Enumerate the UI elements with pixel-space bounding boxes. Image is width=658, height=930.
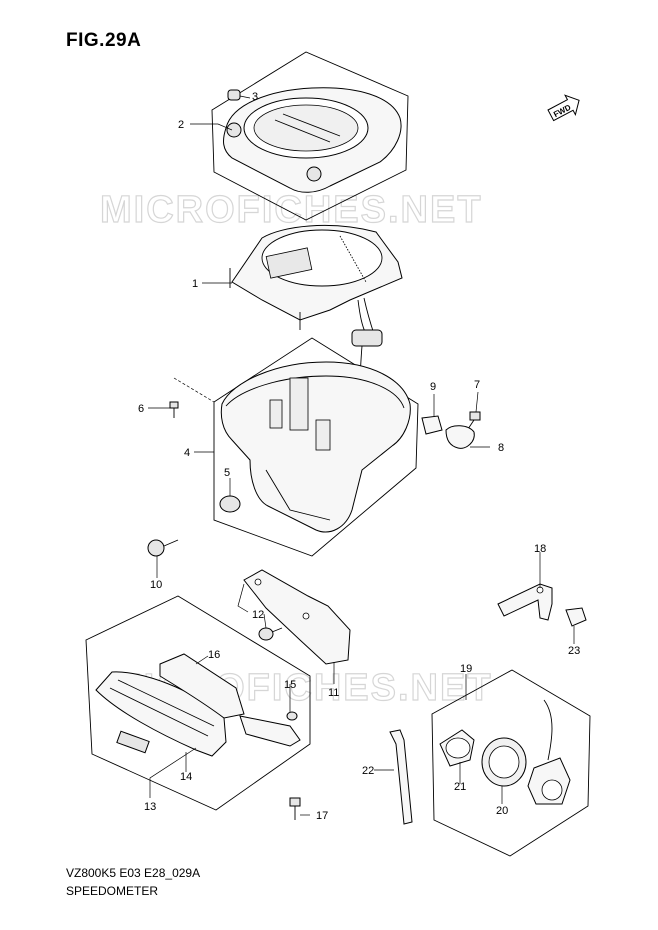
- meter-connector: [351, 329, 383, 347]
- callout-13: 13: [144, 801, 156, 813]
- socket-19-hole: [541, 779, 563, 801]
- socket-frame: [431, 669, 591, 857]
- callout-11: 11: [328, 687, 339, 699]
- leader-lines: [148, 95, 575, 816]
- upper-cover-frame: [211, 51, 409, 221]
- case-boss-1: [289, 377, 309, 431]
- bracket-18: [497, 583, 553, 621]
- meter-wire-b: [363, 297, 375, 335]
- guide-6: [173, 377, 215, 403]
- callout-7: 7: [474, 379, 480, 391]
- callout-10: 10: [150, 579, 162, 591]
- lower-case-frame: [213, 337, 419, 557]
- cable-tie-22: [389, 729, 413, 825]
- indicator-lens-14: [95, 671, 227, 757]
- meter-wire-a: [357, 299, 367, 335]
- callout-5: 5: [224, 467, 230, 479]
- lens-shine: [274, 113, 341, 143]
- screw-6: [169, 401, 179, 418]
- callout-22: 22: [362, 765, 374, 777]
- grommet-5: [219, 495, 241, 513]
- case-boss-3: [269, 399, 283, 429]
- figure-caption: SPEEDOMETER: [66, 884, 159, 898]
- case-boss-2: [315, 419, 331, 451]
- callout-21: 21: [454, 781, 466, 793]
- figure-title: FIG.29A: [66, 30, 142, 51]
- screw-10: [147, 539, 179, 557]
- callout-6: 6: [138, 403, 144, 415]
- socket-group: [431, 669, 591, 857]
- indicator-frame: [85, 595, 311, 811]
- clamp-8: [445, 425, 475, 449]
- callout-15: 15: [284, 679, 296, 691]
- model-code: VZ800K5 E03 E28_029A: [66, 866, 201, 880]
- meter-assembly-group: [229, 224, 403, 406]
- callout-18: 18: [534, 543, 546, 555]
- indicator-housing-16: [159, 653, 245, 719]
- clip-23: [565, 607, 587, 627]
- grommet-3: [227, 89, 241, 101]
- screw-15: [286, 711, 298, 721]
- watermark-top: MICROFICHES.NET: [100, 189, 483, 231]
- case-bottom-edge: [265, 469, 331, 521]
- callout-14: 14: [180, 771, 192, 783]
- callout-23: 23: [568, 645, 580, 657]
- holder-21-hole: [445, 737, 471, 759]
- callout-20: 20: [496, 805, 508, 817]
- cover-lens-inner: [253, 104, 359, 152]
- bolt-12: [258, 627, 283, 641]
- meter-lcd: [265, 247, 313, 279]
- callout-19: 19: [460, 663, 472, 675]
- callout-17: 17: [316, 810, 328, 822]
- callout-12: 12: [252, 609, 264, 621]
- indicator-tab: [116, 730, 150, 754]
- socket-wire: [543, 699, 553, 761]
- indicator-bracket: [239, 715, 301, 747]
- fwd-arrow-icon: FWD: [547, 94, 580, 122]
- indicator-group: [85, 595, 311, 811]
- lower-case-group: [213, 337, 419, 557]
- callout-8: 8: [498, 442, 504, 454]
- callout-1: 1: [192, 278, 198, 290]
- clamp-9: [421, 415, 443, 435]
- grommet-left: [226, 122, 242, 138]
- case-rim: [225, 375, 405, 409]
- callout-4: 4: [184, 447, 190, 459]
- lens-detail: [109, 679, 215, 737]
- grommet-bottom: [306, 166, 322, 182]
- ring-20-inner: [488, 745, 520, 779]
- callout-16: 16: [208, 649, 220, 661]
- bracket-11: [243, 569, 351, 665]
- callout-9: 9: [430, 381, 436, 393]
- callout-3: 3: [252, 91, 258, 103]
- screw-17: [289, 797, 301, 820]
- callout-2: 2: [178, 119, 184, 131]
- upper-cover-group: [211, 51, 409, 221]
- guide-11: [237, 583, 249, 613]
